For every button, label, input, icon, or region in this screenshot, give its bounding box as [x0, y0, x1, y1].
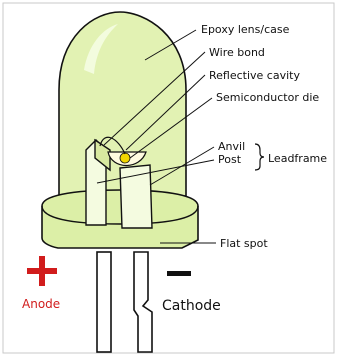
led-flange: [42, 190, 198, 248]
anvil-lead: [120, 165, 152, 228]
label-cathode: Cathode: [162, 298, 221, 314]
label-anode: Anode: [22, 297, 60, 311]
label-reflective-cavity: Reflective cavity: [209, 69, 300, 82]
label-wire-bond: Wire bond: [209, 46, 265, 59]
label-flat-spot: Flat spot: [220, 237, 268, 250]
label-leadframe: Leadframe: [268, 152, 327, 165]
cathode-minus-icon: [167, 271, 191, 276]
label-post: Post: [218, 153, 242, 166]
label-epoxy: Epoxy lens/case: [201, 23, 290, 36]
label-anvil: Anvil: [218, 140, 245, 153]
semiconductor-die: [120, 153, 130, 163]
anode-leg: [97, 252, 111, 352]
label-semiconductor-die: Semiconductor die: [216, 91, 319, 104]
